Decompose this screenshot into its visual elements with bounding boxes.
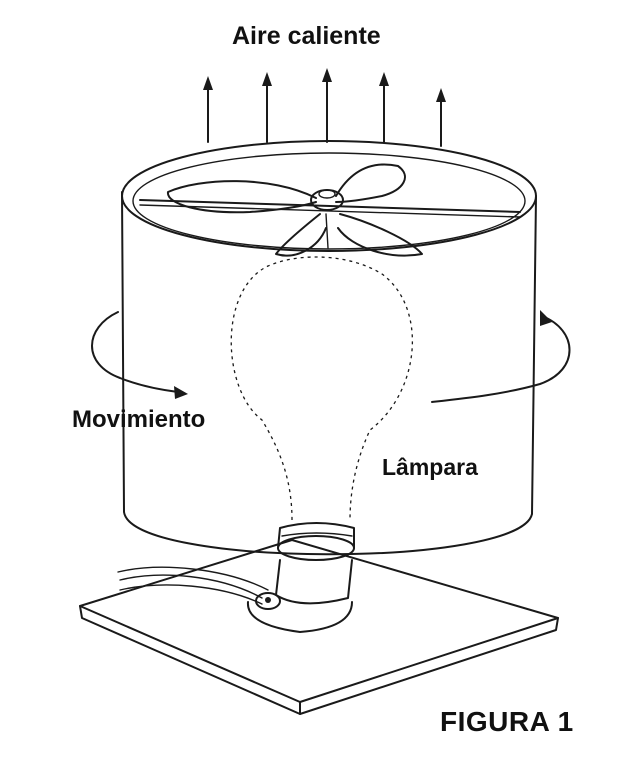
base-plate <box>79 539 559 715</box>
hot-air-arrow <box>379 72 389 143</box>
figure-caption: FIGURA 1 <box>440 706 574 737</box>
hot-air-arrows <box>203 68 446 147</box>
movement-arrow-right <box>431 310 571 403</box>
bulb <box>230 256 413 521</box>
power-cord <box>117 566 281 610</box>
hot-air-label: Aire caliente <box>232 22 381 50</box>
fan <box>139 163 521 257</box>
movement-label: Movimiento <box>72 406 206 433</box>
movement-arrow-left <box>91 311 188 399</box>
lamp-label: Lâmpara <box>382 454 478 480</box>
hot-air-arrow <box>262 72 272 143</box>
lamp-socket <box>246 522 355 633</box>
hot-air-arrow <box>436 88 446 147</box>
cylinder-shade <box>121 140 537 556</box>
hot-air-arrow <box>203 76 213 143</box>
hot-air-arrow <box>322 68 332 143</box>
